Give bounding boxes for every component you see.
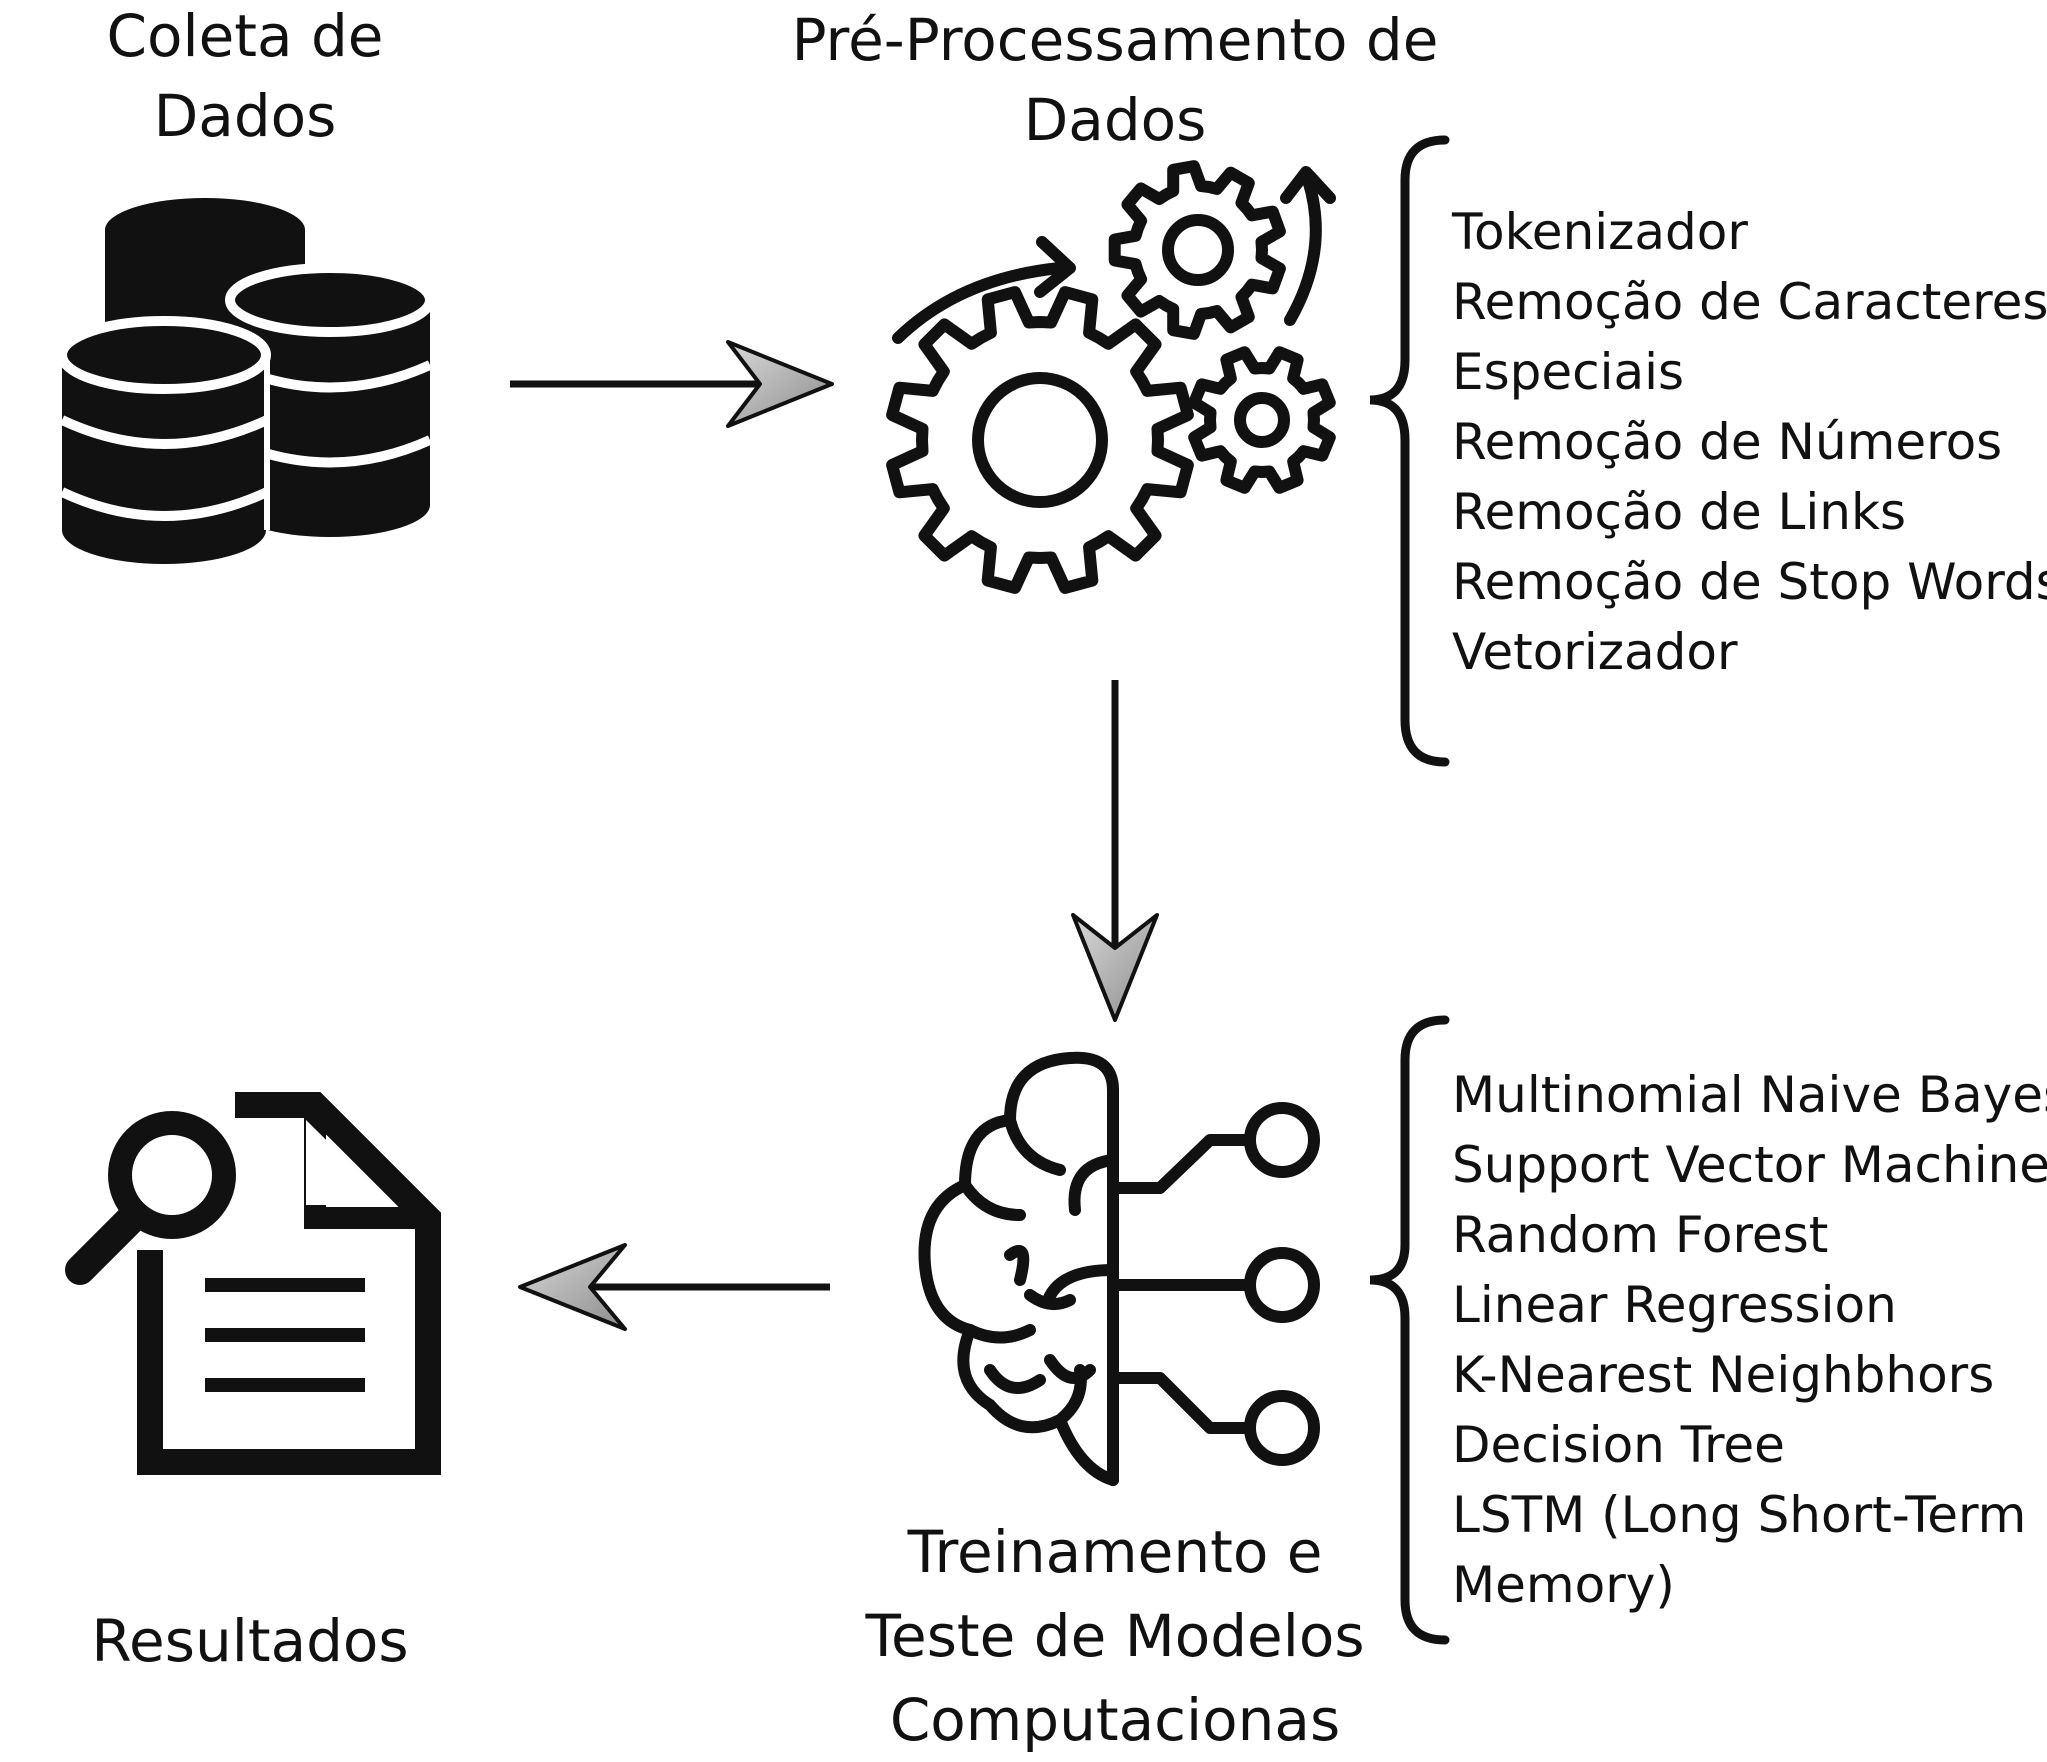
list-item: Multinomial Naive Bayes (1452, 1066, 2047, 1124)
list-item: Remoção de Números (1452, 413, 2003, 471)
stage-label-coleta: Coleta de Dados (106, 2, 384, 150)
arrow-treino-to-resultados (518, 1243, 830, 1331)
models-list: Multinomial Naive Bayes Support Vector M… (1452, 1060, 2047, 1620)
list-item: LSTM (Long Short-Term (1452, 1486, 2027, 1544)
brace-preprocessing (1369, 135, 1450, 767)
list-item: Remoção de Stop Words (1452, 553, 2047, 611)
list-item: Random Forest (1452, 1206, 1829, 1264)
list-item: Linear Regression (1452, 1276, 1897, 1334)
arrow-pre-to-treino (1071, 680, 1159, 1022)
list-item: Tokenizador (1452, 203, 1748, 261)
stage-label-resultados: Resultados (91, 1607, 409, 1675)
stage-label-treinamento: Treinamento e Teste de Modelos Computaci… (865, 1518, 1365, 1754)
preprocessing-steps-list: Tokenizador Remoção de Caracteres Especi… (1452, 197, 2047, 687)
document-search-icon (65, 1092, 441, 1475)
brace-models (1369, 1015, 1450, 1645)
list-item: Especiais (1452, 343, 1685, 401)
list-item: Vetorizador (1452, 623, 1738, 681)
gears-icon (886, 160, 1336, 594)
database-icon (57, 198, 435, 564)
list-item: Decision Tree (1452, 1416, 1785, 1474)
list-item: Remoção de Caracteres (1452, 273, 2047, 331)
arrow-coleta-to-pre (510, 340, 834, 428)
brain-circuit-icon (918, 1051, 1320, 1486)
stage-label-preprocessamento: Pré-Processamento de Dados (791, 6, 1439, 154)
list-item: Support Vector Machine (1452, 1136, 2047, 1194)
list-item: Remoção de Links (1452, 483, 1907, 541)
list-item: Memory) (1452, 1556, 1675, 1614)
list-item: K-Nearest Neighbhors (1452, 1346, 1995, 1404)
